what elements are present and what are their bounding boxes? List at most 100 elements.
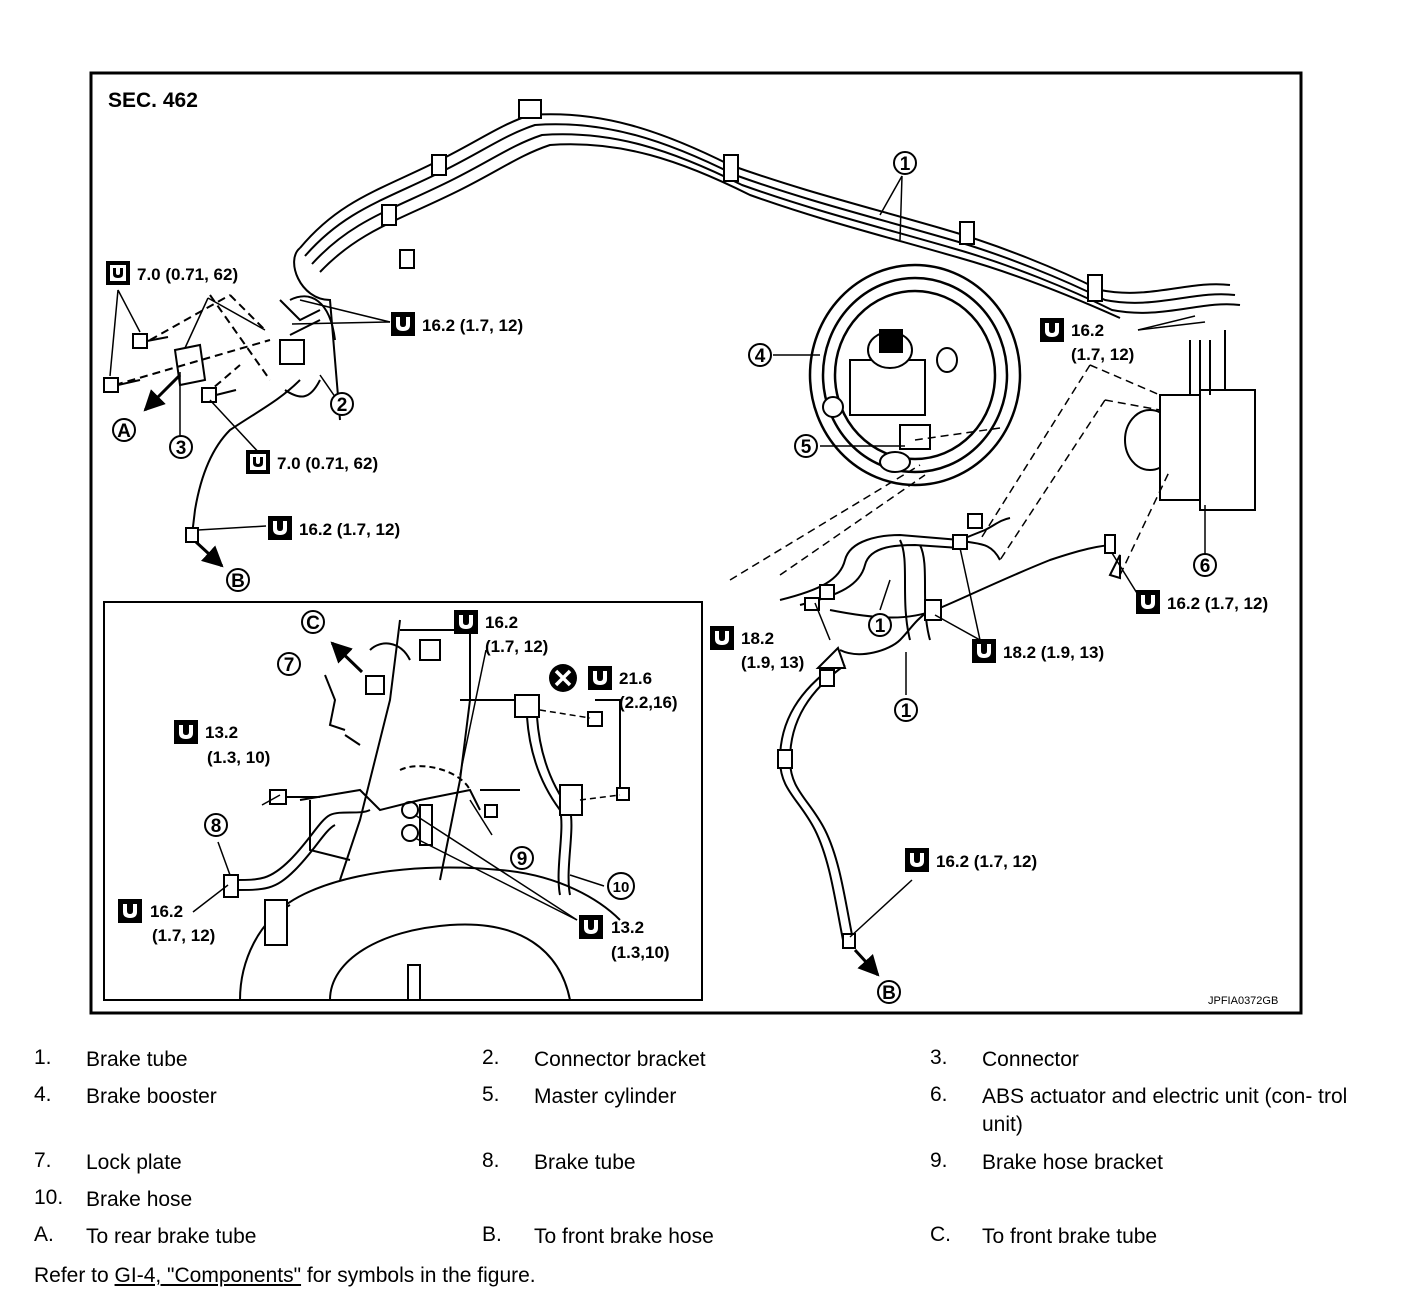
legend-num: 2.: [482, 1046, 500, 1069]
legend-row-5: A. To rear brake tube B. To front brake ho…: [34, 1223, 1374, 1260]
diagram-frame: [89, 71, 1303, 1015]
legend-text: Brake hose bracket: [982, 1151, 1163, 1174]
svg-text:8: 8: [211, 816, 222, 837]
torque-wrench-icon: [246, 450, 270, 474]
svg-text:4: 4: [755, 346, 766, 367]
legend-row-1: 1. Brake tube 2. Connector bracket 3. Conne…: [34, 1046, 1374, 1083]
torque-wrench-icon: [106, 261, 130, 285]
callout-2: 2: [330, 392, 354, 416]
torque-wrench-icon: [1040, 318, 1064, 342]
lower-brake-tubes: [778, 517, 1116, 941]
torque-wrench-icon: [174, 720, 198, 744]
callout-3: 3: [169, 435, 193, 459]
strut-assembly: [223, 619, 630, 1001]
torque-wrench-icon: [1136, 590, 1160, 614]
torque-label-14: 13.2 (1.3,10): [579, 915, 670, 962]
svg-text:16.2: 16.2: [1071, 321, 1104, 340]
torque-label-7: 18.2 (1.9, 13): [710, 626, 804, 672]
callout-c: C: [301, 610, 325, 634]
torque-label-11: 21.6 (2.2,16): [549, 664, 678, 712]
legend-num: 4.: [34, 1083, 52, 1106]
legend-text: Connector bracket: [534, 1048, 706, 1071]
legend-text: Connector: [982, 1048, 1079, 1071]
svg-text:6: 6: [1200, 556, 1211, 577]
do-not-reuse-icon: [549, 664, 577, 692]
torque-label-9: 16.2 (1.7, 12): [905, 848, 1037, 872]
callout-1b: 1: [868, 613, 892, 637]
svg-text:(1.9, 13): (1.9, 13): [741, 653, 804, 672]
svg-text:(1.3,10): (1.3,10): [611, 943, 670, 962]
callout-b-right: B: [877, 980, 901, 1004]
callout-9: 9: [510, 846, 534, 870]
torque-label-10: 16.2 (1.7, 12): [454, 610, 548, 656]
svg-text:C: C: [306, 613, 320, 634]
legend-num: 5.: [482, 1083, 500, 1106]
legend-text: To front brake hose: [534, 1225, 714, 1248]
legend-row-4: 10.Brake hose: [34, 1186, 1374, 1223]
legend-text: Lock plate: [86, 1151, 182, 1174]
torque-wrench-icon: [905, 848, 929, 872]
svg-text:B: B: [231, 571, 245, 592]
svg-text:18.2: 18.2: [741, 629, 774, 648]
svg-text:B: B: [882, 983, 896, 1004]
callout-1c: 1: [894, 698, 918, 722]
torque-label-4: 16.2 (1.7, 12): [268, 516, 400, 540]
torque-label-12: 13.2 (1.3, 10): [174, 720, 270, 767]
torque-label-2: 16.2 (1.7, 12): [391, 312, 523, 336]
bolts: [103, 333, 237, 403]
callout-4: 4: [748, 343, 772, 367]
legend-text: ABS actuator and electric unit (con- tro…: [982, 1085, 1348, 1136]
torque-label-3: 7.0 (0.71, 62): [246, 450, 378, 474]
svg-text:7: 7: [284, 655, 295, 676]
lower-fittings: [777, 513, 1121, 949]
svg-text:16.2: 16.2: [485, 613, 518, 632]
legend-num: C.: [930, 1223, 951, 1246]
parts-legend: 1. Brake tube 2. Connector bracket 3. Conne…: [34, 1046, 1374, 1260]
torque-label-5: 16.2 (1.7, 12): [1040, 318, 1134, 364]
torque-wrench-icon: [579, 915, 603, 939]
torque-wrench-icon: [710, 626, 734, 650]
svg-text:A: A: [117, 421, 131, 442]
legend-num: 6.: [930, 1083, 948, 1106]
svg-text:13.2: 13.2: [611, 918, 644, 937]
section-label: SEC. 462: [108, 89, 198, 112]
leader-lines-center: [773, 354, 905, 447]
legend-text: Brake tube: [534, 1151, 636, 1174]
svg-text:18.2 (1.9, 13): 18.2 (1.9, 13): [1003, 643, 1104, 662]
svg-text:7.0 (0.71, 62): 7.0 (0.71, 62): [137, 265, 238, 284]
svg-text:5: 5: [801, 437, 812, 458]
svg-text:(1.7, 12): (1.7, 12): [1071, 345, 1134, 364]
callout-7: 7: [277, 652, 301, 676]
callout-a: A: [112, 418, 136, 442]
legend-text: Brake hose: [86, 1188, 193, 1211]
refer-note: Refer to GI-4, "Components" for symbols …: [34, 1264, 536, 1288]
svg-text:(1.7, 12): (1.7, 12): [152, 926, 215, 945]
legend-text: Brake booster: [86, 1085, 217, 1108]
refer-prefix: Refer to: [34, 1264, 115, 1287]
legend-text: Brake tube: [86, 1048, 188, 1071]
callout-1a: 1: [893, 151, 917, 175]
svg-text:(1.3, 10): (1.3, 10): [207, 748, 270, 767]
callout-8: 8: [204, 813, 228, 837]
torque-wrench-icon: [588, 666, 612, 690]
legend-num: B.: [482, 1223, 502, 1246]
legend-num: A.: [34, 1223, 54, 1246]
leader-lines-inset: [192, 649, 621, 921]
svg-text:16.2 (1.7, 12): 16.2 (1.7, 12): [299, 520, 400, 539]
legend-num: 7.: [34, 1149, 52, 1172]
svg-text:1: 1: [901, 701, 912, 722]
svg-text:1: 1: [900, 154, 911, 175]
torque-wrench-icon: [972, 639, 996, 663]
svg-text:16.2: 16.2: [150, 902, 183, 921]
torque-label-8: 18.2 (1.9, 13): [972, 639, 1104, 663]
figure-code: JPFIA0372GB: [1208, 995, 1278, 1007]
components-link[interactable]: GI-4, "Components": [114, 1264, 302, 1287]
legend-row-3: 7.Lock plate 8.Brake tube 9.Brake hose b…: [34, 1149, 1374, 1186]
torque-label-1: 7.0 (0.71, 62): [106, 261, 238, 285]
legend-num: 1.: [34, 1046, 52, 1069]
svg-text:(2.2,16): (2.2,16): [619, 693, 678, 712]
master-cylinder: [822, 329, 958, 473]
legend-num: 3.: [930, 1046, 948, 1069]
callout-10: 10: [607, 872, 635, 900]
legend-text: To rear brake tube: [86, 1225, 257, 1248]
